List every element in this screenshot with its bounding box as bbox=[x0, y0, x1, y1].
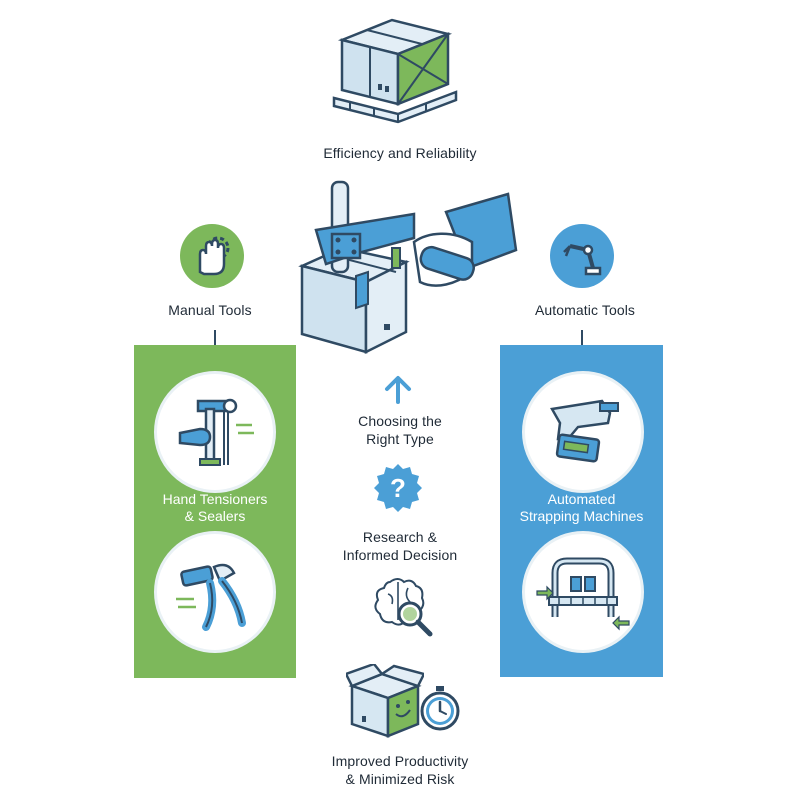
brain-magnifier-icon bbox=[368, 574, 438, 642]
strapping-machine-icon bbox=[536, 557, 630, 631]
left-connector bbox=[214, 330, 216, 345]
manual-tools-label: Manual Tools bbox=[168, 302, 252, 318]
manual-panel-text: Hand Tensioners & Sealers bbox=[162, 491, 268, 524]
choosing-label: Choosing the Right Type bbox=[358, 413, 442, 447]
stopwatch-icon bbox=[418, 684, 462, 732]
up-arrow-icon bbox=[382, 374, 414, 404]
top-label: Efficiency and Reliability bbox=[323, 145, 477, 161]
battery-strapping-tool-icon bbox=[550, 399, 619, 463]
strapping-tool-illustration bbox=[296, 172, 518, 358]
hand-gear-icon bbox=[180, 224, 244, 288]
hand-sealer-icon bbox=[176, 563, 246, 631]
battery-tool-circle bbox=[522, 371, 644, 493]
question-badge-icon: ? bbox=[372, 462, 424, 514]
automatic-panel-text: Automated Strapping Machines bbox=[519, 491, 644, 524]
happy-box-icon bbox=[344, 662, 426, 740]
hand-tensioner-icon bbox=[178, 398, 254, 466]
automatic-tools-panel: Automated Strapping Machines bbox=[500, 345, 663, 677]
bottom-label: Improved Productivity & Minimized Risk bbox=[331, 753, 469, 787]
right-connector bbox=[581, 330, 583, 345]
svg-text:?: ? bbox=[390, 473, 406, 503]
robot-arm-icon bbox=[550, 224, 614, 288]
manual-tools-panel: Hand Tensioners & Sealers bbox=[134, 345, 296, 678]
strapping-machine-circle bbox=[522, 531, 644, 653]
sealer-circle bbox=[154, 531, 276, 653]
automatic-tools-label: Automatic Tools bbox=[534, 302, 636, 318]
research-label: Research & Informed Decision bbox=[342, 529, 458, 563]
pallet-box-icon bbox=[330, 12, 460, 130]
hand-tensioner-circle bbox=[154, 371, 276, 493]
